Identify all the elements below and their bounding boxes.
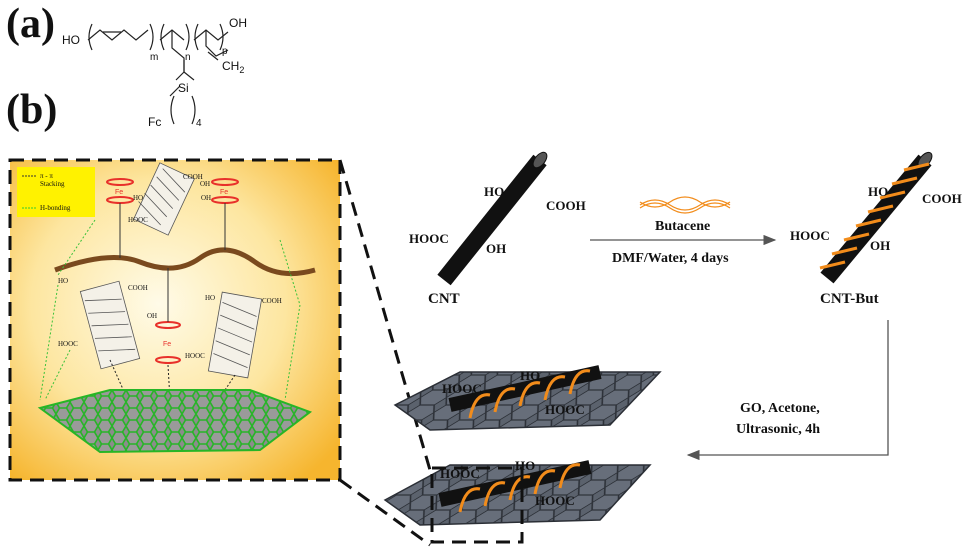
inset-cooh-2: COOH — [128, 284, 148, 292]
step2-line2: Ultrasonic, 4h — [736, 422, 820, 437]
cnt-ho: HO — [484, 184, 504, 199]
fe-label-2: Fe — [220, 189, 228, 196]
cntbut-oh: OH — [870, 238, 890, 253]
inset-ho-3: HO — [205, 294, 215, 302]
polymer-backbone — [54, 247, 316, 277]
cntbut-ho: HO — [868, 184, 888, 199]
cntbut-label: CNT-But — [820, 291, 879, 307]
polymer-si: Si — [178, 81, 189, 95]
step2-line1: GO, Acetone, — [740, 401, 820, 416]
cnt-oh: OH — [486, 241, 506, 256]
cnt-but — [819, 151, 933, 284]
inset-oh-1: OH — [201, 194, 211, 202]
sheet-bottom-hooc: HOOC — [440, 466, 480, 481]
polymer-sub-n: n — [185, 52, 191, 63]
legend-box — [17, 167, 95, 217]
cnt-cooh: COOH — [546, 198, 586, 213]
inset-oh-3: OH — [147, 312, 157, 320]
cnt-hooc: HOOC — [409, 231, 449, 246]
zoom-line-bottom — [339, 478, 431, 547]
inset-hooc-2: HOOC — [58, 340, 78, 348]
fe-label-3: Fe — [163, 341, 171, 348]
sheet-top-ho: HO — [520, 368, 540, 383]
polymer-sub-4: 4 — [196, 118, 202, 129]
cntbut-hooc: HOOC — [790, 228, 830, 243]
polymer-sub-p: p — [222, 46, 228, 57]
polymer-structure — [87, 23, 229, 125]
inset-cooh-3: COOH — [262, 297, 282, 305]
polymer-sub-m: m — [150, 52, 158, 63]
inset-graphene-sheet — [37, 389, 313, 454]
conditions-label: DMF/Water, 4 days — [612, 251, 729, 266]
polymer-oh: OH — [229, 16, 247, 30]
graphene-sheet-top — [393, 365, 662, 431]
inset-ho-2: HO — [58, 277, 68, 285]
polymer-ch2: CH2 — [222, 59, 244, 75]
reagent-label: Butacene — [655, 219, 710, 234]
inset-hooc-3: HOOC — [185, 352, 205, 360]
zoom-source-box — [430, 466, 524, 544]
cnt-label: CNT — [428, 291, 460, 307]
inset-cooh-1: COOH — [183, 173, 203, 181]
inset-oh-2: OH — [200, 180, 210, 188]
inset-cnt-right — [207, 291, 263, 379]
panel-a-label: (a) — [6, 1, 55, 47]
zoom-line-top — [338, 159, 432, 471]
fe-label-1: Fe — [115, 189, 123, 196]
inset-hooc-1: HOOC — [128, 216, 148, 224]
inset-cnt-left — [79, 280, 141, 370]
butacene-icon — [639, 196, 731, 214]
graphene-sheet-bottom — [383, 460, 652, 544]
inset-ho-1: HO — [133, 194, 143, 202]
reaction-arrow-2 — [686, 320, 889, 461]
cnt-pristine — [437, 151, 548, 286]
sheet-top-hooc: HOOC — [442, 381, 482, 396]
polymer-fc: Fc — [148, 115, 161, 129]
legend-stacking: Stacking — [40, 180, 65, 188]
legend-hbond: H-bonding — [40, 204, 71, 212]
legend-pipi: π - π — [40, 172, 53, 180]
sheet-bottom-ho: HO — [515, 458, 535, 473]
inset-cnt-top — [133, 162, 195, 236]
hbond-lines — [39, 219, 301, 401]
panel-b-label: (b) — [6, 87, 58, 133]
cntbut-cooh: COOH — [922, 191, 962, 206]
polymer-ho: HO — [62, 33, 80, 47]
inset-panel: π - π Stacking H-bonding Fe Fe Fe — [8, 158, 432, 547]
sheet-top-hooc2: HOOC — [545, 402, 585, 417]
sheet-bottom-hooc2: HOOC — [535, 493, 575, 508]
